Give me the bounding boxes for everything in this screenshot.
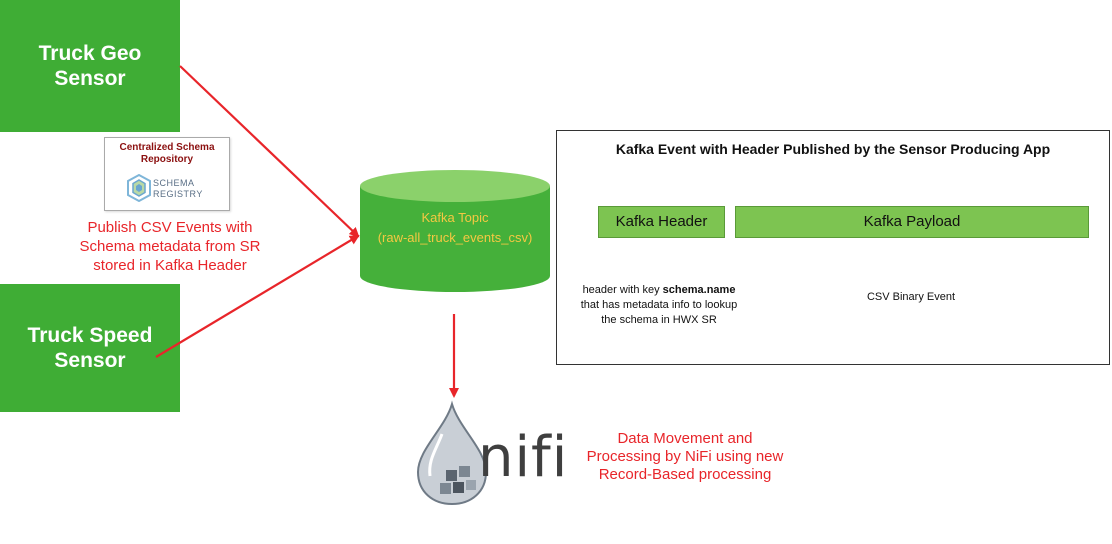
- event-panel-title: Kafka Event with Header Published by the…: [615, 141, 1051, 157]
- kafka-header-field: Kafka Header: [598, 206, 725, 238]
- kafka-topic-label: Kafka Topic (raw-all_truck_events_csv): [377, 210, 533, 245]
- arrow-geo-to-topic: [179, 65, 360, 238]
- schema-registry-logo-text: SCHEMA REGISTRY: [153, 178, 203, 199]
- truck-speed-sensor: Truck Speed Sensor: [0, 284, 180, 412]
- header-desc-rest: that has metadata info to lookup the sch…: [580, 299, 738, 326]
- header-description: header with key schema.name that has met…: [559, 283, 759, 328]
- nifi-note: Data Movement and Processing by NiFi usi…: [586, 430, 784, 483]
- schema-registry-icon: [127, 174, 151, 202]
- nifi-logo-text: nifi: [478, 425, 569, 490]
- schema-registry-card: Centralized Schema Repository SCHEMA REG…: [104, 137, 230, 211]
- publish-note: Publish CSV Events with Schema metadata …: [79, 219, 261, 274]
- arrow-speed-to-topic: [155, 234, 360, 358]
- schema-registry-title: Centralized Schema Repository: [119, 142, 215, 165]
- truck-speed-sensor-label: Truck Speed Sensor: [27, 324, 153, 372]
- kafka-event-panel: Kafka Event with Header Published by the…: [556, 130, 1110, 365]
- kafka-payload-field: Kafka Payload: [735, 206, 1089, 238]
- kafka-topic-cylinder: [360, 170, 550, 292]
- kafka-payload-label: Kafka Payload: [863, 213, 961, 230]
- kafka-header-label: Kafka Header: [615, 213, 708, 230]
- nifi-drop-icon: [416, 400, 488, 506]
- truck-geo-sensor-label: Truck Geo Sensor: [38, 42, 142, 90]
- truck-geo-sensor: Truck Geo Sensor: [0, 0, 180, 132]
- header-desc-prefix: header with key: [582, 284, 663, 296]
- header-desc-key: schema.name: [662, 284, 736, 296]
- payload-description: CSV Binary Event: [866, 291, 956, 303]
